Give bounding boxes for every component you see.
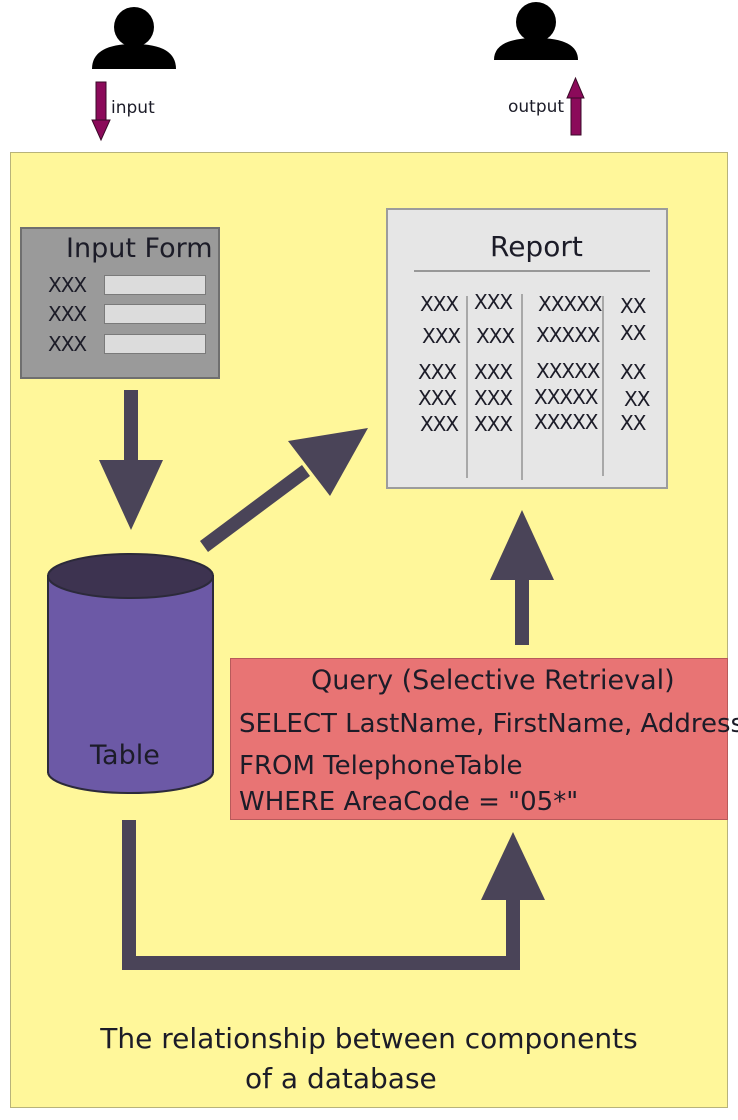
caption-line-2: of a database bbox=[245, 1062, 437, 1095]
report-cell: XXX bbox=[474, 386, 513, 410]
query-sql-line: FROM TelephoneTable bbox=[239, 751, 523, 781]
form-field-input[interactable] bbox=[104, 304, 206, 324]
input-user-icon bbox=[92, 7, 176, 69]
report-cell: XXX bbox=[474, 290, 513, 314]
report-cell: XXX bbox=[418, 386, 457, 410]
caption-line-1: The relationship between components bbox=[100, 1022, 638, 1055]
table-to-query-arrow bbox=[122, 820, 545, 970]
form-field-input[interactable] bbox=[104, 334, 206, 354]
table-cylinder-icon bbox=[47, 553, 214, 794]
report-cell: XX bbox=[620, 321, 646, 345]
report-cell: XXX bbox=[420, 292, 459, 316]
report-cell: XX bbox=[620, 411, 646, 435]
report-cell: XXX bbox=[476, 324, 515, 348]
query-sql-line: SELECT LastName, FirstName, Address bbox=[239, 709, 738, 739]
top-icons bbox=[91, 2, 585, 142]
query-sql-line: WHERE AreaCode = "05*" bbox=[239, 787, 579, 817]
report-cell: XXXXX bbox=[536, 359, 601, 383]
report-cell: XXX bbox=[474, 360, 513, 384]
report-cell: XXX bbox=[422, 324, 461, 348]
form-field-input[interactable] bbox=[104, 275, 206, 295]
input-label: input bbox=[111, 98, 155, 118]
output-arrow-icon bbox=[566, 76, 585, 136]
form-field-label: XXX bbox=[48, 273, 87, 297]
report-cell: XXXXX bbox=[536, 323, 601, 347]
table-to-report-arrow bbox=[200, 428, 368, 552]
report-cell: XXXXX bbox=[538, 292, 603, 316]
output-label: output bbox=[508, 97, 565, 117]
input-form-title: Input Form bbox=[66, 233, 213, 264]
report-cell: XXXXX bbox=[534, 385, 599, 409]
table-label: Table bbox=[90, 740, 160, 771]
query-title: Query (Selective Retrieval) bbox=[311, 665, 675, 696]
input-form-box: Input Form XXX XXX XXX bbox=[20, 227, 220, 379]
report-title: Report bbox=[490, 230, 583, 263]
form-field-label: XXX bbox=[48, 332, 87, 356]
report-rules bbox=[414, 270, 650, 480]
report-cell: XX bbox=[620, 294, 646, 318]
report-cell: XXX bbox=[420, 412, 459, 436]
report-cell: XX bbox=[624, 387, 650, 411]
report-box: Report XXX XXX XXXXX XX XXX XXX XXXXX XX… bbox=[386, 208, 668, 489]
report-cell: XXXXX bbox=[534, 410, 599, 434]
form-to-table-arrow bbox=[99, 390, 163, 530]
report-cell: XX bbox=[620, 360, 646, 384]
form-field-label: XXX bbox=[48, 302, 87, 326]
query-box: Query (Selective Retrieval) SELECT LastN… bbox=[230, 658, 738, 820]
query-to-report-arrow bbox=[490, 510, 554, 645]
output-user-icon bbox=[494, 2, 578, 60]
report-cell: XXX bbox=[418, 360, 457, 384]
input-arrow-icon bbox=[91, 81, 111, 142]
report-cell: XXX bbox=[474, 412, 513, 436]
